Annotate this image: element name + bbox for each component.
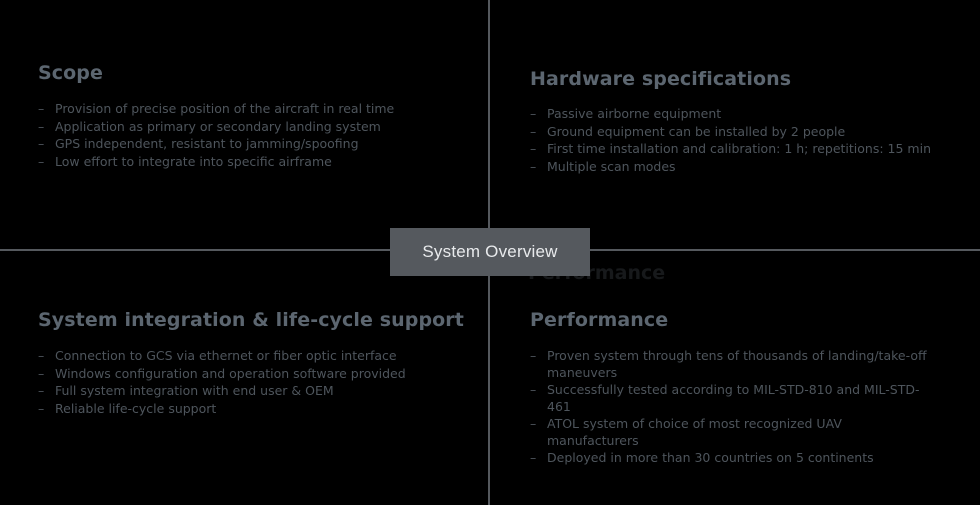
list-item-text: Windows configuration and operation soft… <box>55 365 406 381</box>
center-badge[interactable]: System Overview <box>390 228 590 276</box>
list-item: – Ground equipment can be installed by 2… <box>530 124 947 141</box>
list-item-text: Deployed in more than 30 countries on 5 … <box>547 450 874 465</box>
list-item-text: Provision of precise position of the air… <box>55 101 395 116</box>
list-item-text: Proven system through tens of thousands … <box>547 348 927 380</box>
list-item: – GPS independent, resistant to jamming/… <box>38 136 455 153</box>
list-item-text: Connection to GCS via ethernet or fiber … <box>55 348 397 363</box>
bullet-dash: – <box>530 348 537 363</box>
quadrant-system-integration-list: – Connection to GCS via ethernet or fibe… <box>38 348 488 417</box>
quadrant-hardware-specifications: Hardware specifications – Passive airbor… <box>490 0 980 249</box>
bullet-dash: – <box>530 450 537 465</box>
list-item-text: GPS independent, resistant to jamming/sp… <box>55 136 359 151</box>
bullet-dash: – <box>530 382 537 397</box>
list-item: – Passive airborne equipment <box>530 106 947 123</box>
quadrant-hardware-specifications-list: – Passive airborne equipment – Ground eq… <box>530 106 980 175</box>
list-item: – Windows configuration and operation so… <box>38 366 455 383</box>
bullet-dash: – <box>38 365 45 381</box>
bullet-dash: – <box>38 383 45 398</box>
list-item-text: First time installation and calibration:… <box>547 141 931 156</box>
bullet-dash: – <box>38 118 45 134</box>
list-item: – Provision of precise position of the a… <box>38 101 455 118</box>
list-item: – Low effort to integrate into specific … <box>38 154 455 171</box>
bullet-dash: – <box>38 348 45 363</box>
bullet-dash: – <box>530 123 537 139</box>
quadrant-performance-title: Performance <box>530 309 669 331</box>
quadrant-scope: Scope – Provision of precise position of… <box>0 0 488 249</box>
quadrant-scope-list: – Provision of precise position of the a… <box>38 101 488 170</box>
list-item: – Deployed in more than 30 countries on … <box>530 450 927 467</box>
list-item: – Connection to GCS via ethernet or fibe… <box>38 348 455 365</box>
bullet-dash: – <box>530 106 537 121</box>
list-item: – Reliable life-cycle support <box>38 401 455 418</box>
quadrant-system-integration-title: System integration & life-cycle support <box>38 309 464 331</box>
list-item-text: Low effort to integrate into specific ai… <box>55 153 332 169</box>
list-item-text: Successfully tested according to MIL-STD… <box>547 382 920 414</box>
list-item-text: Passive airborne equipment <box>547 106 722 121</box>
quadrant-system-integration: System integration & life-cycle support … <box>0 251 488 505</box>
quadrant-scope-title: Scope <box>38 62 103 84</box>
bullet-dash: – <box>530 416 537 431</box>
list-item: – First time installation and calibratio… <box>530 141 947 158</box>
bullet-dash: – <box>530 141 537 156</box>
list-item: – Successfully tested according to MIL-S… <box>530 382 927 415</box>
list-item: – Multiple scan modes <box>530 159 947 176</box>
list-item-text: ATOL system of choice of most recognized… <box>547 416 842 448</box>
list-item: – Proven system through tens of thousand… <box>530 348 927 381</box>
center-badge-label: System Overview <box>422 242 558 261</box>
list-item-text: Application as primary or secondary land… <box>55 118 381 134</box>
bullet-dash: – <box>38 400 45 416</box>
quadrant-hardware-specifications-title: Hardware specifications <box>530 68 792 90</box>
quadrant-performance-list: – Proven system through tens of thousand… <box>530 348 980 467</box>
list-item-text: Ground equipment can be installed by 2 p… <box>547 123 846 139</box>
list-item-text: Reliable life-cycle support <box>55 400 217 416</box>
bullet-dash: – <box>38 136 45 151</box>
list-item: – Full system integration with end user … <box>38 383 455 400</box>
bullet-dash: – <box>530 158 537 174</box>
list-item: – ATOL system of choice of most recogniz… <box>530 416 927 449</box>
bullet-dash: – <box>38 101 45 116</box>
list-item: – Application as primary or secondary la… <box>38 119 455 136</box>
list-item-text: Full system integration with end user & … <box>55 383 334 398</box>
bullet-dash: – <box>38 153 45 169</box>
quadrant-performance: Performance – Proven system through tens… <box>490 251 980 505</box>
list-item-text: Multiple scan modes <box>547 158 676 174</box>
